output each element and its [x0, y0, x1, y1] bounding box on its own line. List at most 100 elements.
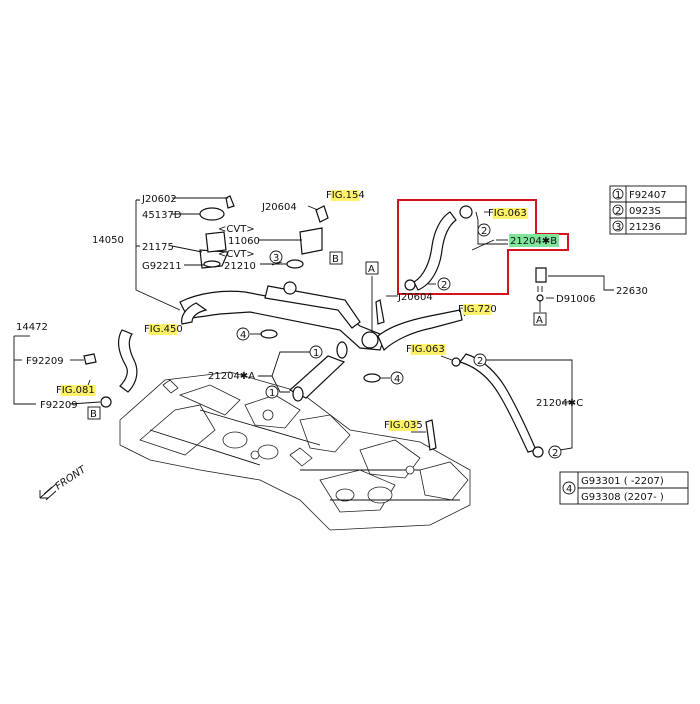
box-marker-a-top: A: [365, 261, 379, 275]
fig-ref-035-prefix: F: [384, 420, 390, 431]
callout-2-box-bottom: 2: [437, 277, 451, 291]
front-direction-indicator: FRONT: [39, 464, 89, 501]
svg-text:2: 2: [552, 448, 558, 459]
part-labels: J20602 45137D 14050 21175 G92211 J20604 …: [16, 194, 648, 411]
fig-ref-450-main: IG.45: [150, 324, 177, 335]
part-22630: 22630: [616, 286, 648, 297]
yellow-highlight: [410, 344, 446, 355]
yellow-highlight: [388, 420, 418, 431]
part-j20604-top: J20604: [261, 202, 297, 213]
fig-ref-154-prefix: F: [326, 190, 332, 201]
svg-text:B: B: [332, 254, 339, 265]
part-21204-b-highlighted: 21204✱B: [509, 234, 559, 247]
legend-code-1: F92407: [629, 190, 667, 201]
svg-text:3: 3: [615, 222, 621, 233]
svg-text:B: B: [90, 409, 97, 420]
fig-ref-450-prefix: F: [144, 324, 150, 335]
part-d91006: D91006: [556, 294, 596, 305]
coolant-pipe-assembly: [83, 195, 547, 458]
fig-ref-450[interactable]: FIG.450: [144, 324, 183, 335]
svg-text:2: 2: [441, 280, 447, 291]
fig-ref-720-main: IG.72: [464, 304, 491, 315]
part-cvt-note-1: <CVT>: [218, 224, 255, 235]
legend-row-1: 1 F92407: [612, 188, 667, 201]
yellow-highlight: [492, 208, 528, 219]
legend-bottom-num: 4: [566, 484, 572, 495]
box-marker-b-top: B: [329, 251, 343, 265]
legend-table-top: 1 F92407 2 0923S 3 21236: [609, 185, 687, 235]
callout-4-mid: 4: [390, 371, 404, 385]
svg-text:FIG.720: FIG.720: [458, 304, 497, 315]
fig-ref-063-mid-main: IG.063: [412, 344, 445, 355]
yellow-highlight: [60, 385, 96, 396]
part-21204-b: 21204✱B: [510, 236, 557, 247]
part-11060: 11060: [228, 236, 260, 247]
svg-text:4: 4: [240, 330, 246, 341]
legend-table-bottom: 4 G93301 ( -2207) G93308 (2207- ): [559, 471, 689, 505]
svg-text:2: 2: [477, 356, 483, 367]
svg-text:3: 3: [273, 253, 279, 264]
fig-ref-154-suffix: 4: [358, 190, 364, 201]
part-cvt-note-2: <CVT>: [218, 249, 255, 260]
svg-text:FIG.154: FIG.154: [326, 190, 365, 201]
callout-2-box-top: 2: [477, 223, 491, 237]
fig-ref-081-main: IG.081: [62, 385, 95, 396]
yellow-highlight: [148, 324, 178, 335]
fig-ref-063-top-main: IG.063: [494, 208, 527, 219]
fig-ref-035[interactable]: FIG.035: [384, 420, 423, 431]
part-f92209-upper: F92209: [26, 356, 64, 367]
fig-ref-450-suffix: 0: [176, 324, 182, 335]
green-highlight: [509, 234, 559, 247]
callout-2-right: 2: [473, 353, 487, 367]
callout-1-upper: 1: [309, 345, 323, 359]
yellow-highlight: [462, 304, 492, 315]
svg-text:A: A: [368, 264, 375, 275]
svg-text:2: 2: [615, 206, 621, 217]
svg-text:FIG.063: FIG.063: [488, 208, 527, 219]
legend-row-2: 2 0923S: [612, 204, 661, 217]
svg-text:1: 1: [615, 190, 621, 201]
part-21210: 21210: [224, 261, 256, 272]
fig-ref-154[interactable]: FIG.154: [326, 190, 365, 201]
legend-code-3: 21236: [629, 222, 661, 233]
fig-ref-063-mid[interactable]: FIG.063: [406, 344, 446, 355]
legend-bottom-row-2: G93308 (2207- ): [581, 492, 664, 503]
svg-text:1: 1: [313, 348, 319, 359]
callout-3: 3: [269, 250, 283, 264]
part-14472: 14472: [16, 322, 48, 333]
svg-text:FIG.035: FIG.035: [384, 420, 423, 431]
fig-ref-063-top[interactable]: FIG.063: [488, 208, 528, 219]
part-45137d: 45137D: [142, 210, 182, 221]
legend-code-2: 0923S: [629, 206, 661, 217]
callout-4-left: 4: [236, 327, 250, 341]
fig-ref-035-main: IG.03: [390, 420, 417, 431]
legend-bottom-row-1: G93301 ( -2207): [581, 476, 664, 487]
box-marker-a-right: A: [533, 312, 547, 326]
fig-ref-720[interactable]: FIG.720: [458, 304, 497, 315]
svg-text:FIG.450: FIG.450: [144, 324, 183, 335]
part-f92209-lower: F92209: [40, 400, 78, 411]
fig-ref-035-suffix: 5: [416, 420, 422, 431]
fig-ref-081-prefix: F: [56, 385, 62, 396]
front-label: FRONT: [54, 464, 89, 493]
fig-ref-154-main: IG.15: [332, 190, 359, 201]
yellow-highlight: [330, 190, 360, 201]
part-g92211: G92211: [142, 261, 182, 272]
svg-text:FIG.081: FIG.081: [56, 385, 95, 396]
fig-ref-081[interactable]: FIG.081: [56, 385, 96, 396]
part-21204-c: 21204✱C: [536, 398, 583, 409]
svg-text:4: 4: [394, 374, 400, 385]
part-21204-a: 21204✱A: [208, 371, 255, 382]
svg-text:2: 2: [481, 226, 487, 237]
highlight-frame: [397, 199, 569, 295]
callout-1-lower: 1: [265, 385, 279, 399]
fig-ref-720-prefix: F: [458, 304, 464, 315]
part-j20604-mid: J20604: [397, 292, 433, 303]
svg-text:FIG.063: FIG.063: [406, 344, 445, 355]
engine-block-drawing: [119, 371, 471, 531]
part-14050: 14050: [92, 235, 124, 246]
part-21175: 21175: [142, 242, 174, 253]
part-j20602: J20602: [141, 194, 177, 205]
